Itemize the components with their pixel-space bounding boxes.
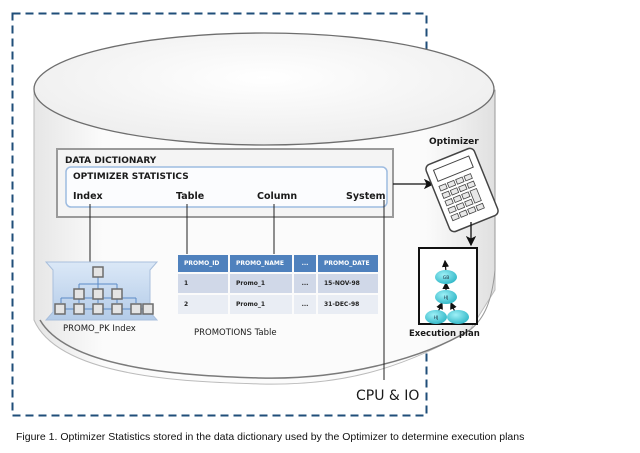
table-cell: ... (294, 295, 316, 314)
plan-node-hj-lower-label: HJ (434, 315, 439, 321)
figure-caption: Figure 1. Optimizer Statistics stored in… (16, 431, 525, 443)
optimizer-label: Optimizer (429, 137, 479, 147)
calculator-icon (425, 147, 499, 233)
table-cell: 15-NOV-98 (318, 274, 378, 293)
stat-index-label: Index (73, 191, 103, 202)
optimizer-statistics-box (65, 166, 388, 208)
database-cylinder-bottom-edge (39, 319, 471, 379)
table-cell: 1 (178, 274, 228, 293)
table-cell: 31-DEC-98 (318, 295, 378, 314)
table-cell: Promo_1 (230, 274, 292, 293)
stat-table-label: Table (176, 191, 205, 202)
index-label: PROMO_PK Index (63, 324, 136, 334)
optimizer-statistics-title: OPTIMIZER STATISTICS (73, 172, 189, 182)
plan-node-leaf (447, 310, 469, 324)
column-header: PROMO_NAME (230, 255, 292, 272)
plan-node-hj-upper (435, 290, 457, 304)
plan-node-hj-upper-label: HJ (444, 295, 449, 301)
stat-column-label: Column (257, 191, 298, 202)
table-header-row: PROMO_ID PROMO_NAME ... PROMO_DATE (178, 255, 378, 272)
plan-node-gb (435, 270, 457, 284)
cpu-io-label: CPU & IO (356, 388, 420, 404)
column-header: PROMO_DATE (318, 255, 378, 272)
index-tree-icon (44, 261, 159, 321)
database-cylinder-top (33, 32, 495, 146)
database-cylinder-right-edge (469, 90, 496, 331)
execution-plan-tree: GB HJ HJ (425, 259, 469, 324)
table-cell: ... (294, 274, 316, 293)
promotions-table-label: PROMOTIONS Table (194, 328, 277, 338)
promotions-table: PROMO_ID PROMO_NAME ... PROMO_DATE 1 Pro… (176, 253, 380, 316)
data-dictionary-title: DATA DICTIONARY (65, 156, 157, 166)
column-header: PROMO_ID (178, 255, 228, 272)
plan-node-gb-label: GB (443, 275, 450, 281)
table-row: 1 Promo_1 ... 15-NOV-98 (178, 274, 378, 293)
table-cell: 2 (178, 295, 228, 314)
table-cell: Promo_1 (230, 295, 292, 314)
plan-node-hj-lower (425, 310, 447, 324)
column-header: ... (294, 255, 316, 272)
stat-system-label: System (346, 191, 386, 202)
table-row: 2 Promo_1 ... 31-DEC-98 (178, 295, 378, 314)
execution-plan-label: Execution plan (409, 329, 480, 339)
